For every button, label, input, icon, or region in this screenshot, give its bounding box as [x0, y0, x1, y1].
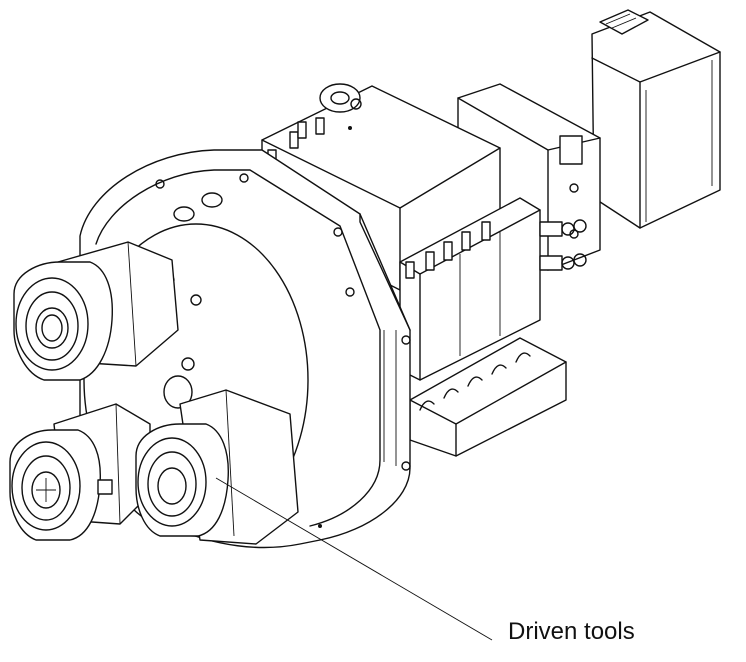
electrical-connectors	[539, 219, 587, 271]
lifting-eye	[319, 83, 361, 113]
servo-motor	[591, 9, 721, 229]
driven-tools-label: Driven tools	[508, 618, 635, 645]
manifold-fittings	[405, 221, 491, 279]
driven-tool-lower-left	[9, 403, 151, 541]
driven-tool-upper	[13, 241, 179, 381]
callout-leader-line	[215, 477, 493, 641]
base-rail	[409, 337, 567, 457]
driven-tool-lower-center	[135, 389, 299, 545]
valve-manifold	[399, 197, 587, 381]
housing-bolts	[155, 173, 411, 528]
